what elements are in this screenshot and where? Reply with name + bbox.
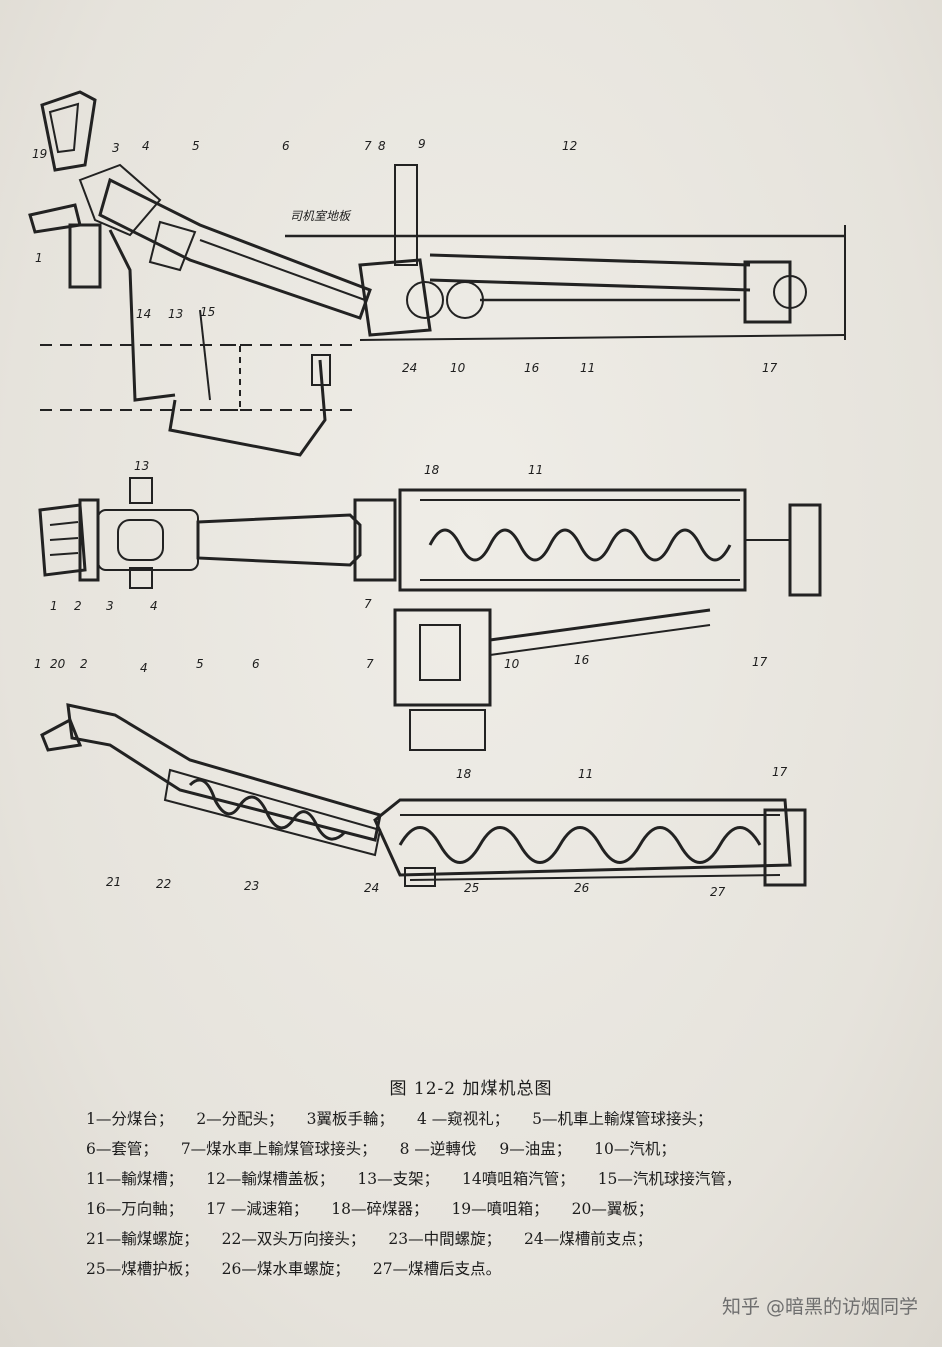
part-label: 1: [35, 251, 43, 265]
part-labels-plan: 13 1 2 3 4 18 11 7 16 10 17: [50, 459, 768, 671]
legend-item: 19—噴咀箱；: [451, 1200, 549, 1218]
legend-item: 16—万向軸；: [86, 1200, 184, 1218]
legend-item: 22—双头万向接头；: [221, 1230, 366, 1248]
part-label: 27: [710, 885, 726, 899]
legend-item: 1—分煤台；: [86, 1110, 174, 1128]
part-label: 25: [464, 881, 479, 895]
part-label: 17: [752, 655, 768, 669]
legend-item: 2—分配头；: [196, 1110, 284, 1128]
top-view-note: 司机室地板: [290, 209, 352, 223]
part-label: 1: [34, 657, 42, 671]
legend-item: 4 —窥视礼；: [416, 1110, 510, 1128]
part-label: 7: [364, 597, 372, 611]
part-label: 12: [562, 139, 577, 153]
part-label: 19: [32, 147, 47, 161]
legend-item: 7—煤水車上輸煤管球接头；: [180, 1140, 377, 1158]
zhihu-watermark: 知乎 @暗黑的访烟同学: [721, 1296, 918, 1318]
section-view: [40, 703, 807, 887]
legend-item: 26—煤水車螺旋；: [221, 1260, 350, 1278]
part-label: 6: [282, 139, 290, 153]
legend-item: 9—油盅；: [499, 1140, 572, 1158]
legend-row: 6—套管； 7—煤水車上輸煤管球接头； 8 —逆轉伐 9—油盅； 10—汽机；: [86, 1134, 906, 1164]
part-label: 2: [74, 599, 82, 613]
part-label: 10: [450, 361, 466, 375]
legend-item: 5—机車上輸煤管球接头；: [532, 1110, 713, 1128]
part-label: 7: [364, 139, 372, 153]
legend-row: 21—輸煤螺旋； 22—双头万向接头； 23—中間螺旋； 24—煤槽前支点；: [86, 1224, 906, 1254]
legend-item: 10—汽机；: [594, 1140, 676, 1158]
part-label: 11: [528, 463, 543, 477]
legend-item: 15—汽机球接汽管，: [597, 1170, 742, 1188]
part-label: 23: [244, 879, 259, 893]
part-label: 13: [134, 459, 149, 473]
part-label: 5: [192, 139, 200, 153]
part-label: 10: [504, 657, 520, 671]
part-label: 4: [150, 599, 158, 613]
part-label: 17: [762, 361, 778, 375]
part-label: 24: [402, 361, 417, 375]
legend-row: 1—分煤台； 2—分配头； 3翼板手輪； 4 —窥视礼； 5—机車上輸煤管球接头…: [86, 1104, 906, 1134]
part-label: 18: [456, 767, 472, 781]
part-label: 2: [80, 657, 88, 671]
legend-item: 14噴咀箱汽管；: [462, 1170, 575, 1188]
part-label: 5: [196, 657, 204, 671]
legend-item: 3翼板手輪；: [306, 1110, 394, 1128]
part-label: 7: [366, 657, 374, 671]
figure-caption: 图 12-2 加煤机总图: [389, 1079, 553, 1099]
legend-row: 11—輸煤槽； 12—輸煤槽盖板； 13—支架； 14噴咀箱汽管； 15—汽机球…: [86, 1164, 906, 1194]
part-label: 16: [524, 361, 540, 375]
part-label: 18: [424, 463, 440, 477]
legend-item: 6—套管；: [86, 1140, 158, 1158]
part-label: 14: [136, 307, 151, 321]
part-label: 4: [140, 661, 148, 675]
part-label: 11: [580, 361, 595, 375]
part-label: 1: [50, 599, 58, 613]
legend-item: 13—支架；: [357, 1170, 440, 1188]
legend-item: 17 —減速箱；: [206, 1200, 309, 1218]
legend-item: 8 —逆轉伐: [399, 1140, 477, 1158]
legend-item: 27—煤槽后支点。: [372, 1260, 502, 1278]
part-label: 9: [418, 137, 426, 151]
legend-item: 11—輸煤槽；: [86, 1170, 184, 1188]
part-label: 3: [106, 599, 114, 613]
legend-item: 21—輸煤螺旋；: [86, 1230, 199, 1248]
legend-row: 16—万向軸； 17 —減速箱； 18—碎煤器； 19—噴咀箱； 20—翼板；: [86, 1194, 906, 1224]
part-labels-side: 19 1 3 4 5 6 7 8 9 12 司机室地板 14 13 15 24 …: [32, 137, 778, 375]
part-label: 4: [142, 139, 150, 153]
plan-view: [38, 477, 822, 751]
part-label: 26: [574, 881, 590, 895]
legend-row: 25—煤槽护板； 26—煤水車螺旋； 27—煤槽后支点。: [86, 1254, 906, 1284]
part-label: 21: [106, 875, 121, 889]
part-label: 24: [364, 881, 379, 895]
parts-legend: 1—分煤台； 2—分配头； 3翼板手輪； 4 —窥视礼； 5—机車上輸煤管球接头…: [86, 1104, 906, 1284]
side-elevation-view: [28, 90, 846, 457]
part-label: 8: [378, 139, 386, 153]
part-label: 11: [578, 767, 593, 781]
part-label: 20: [50, 657, 66, 671]
legend-item: 20—翼板；: [571, 1200, 654, 1218]
part-label: 22: [156, 877, 171, 891]
part-label: 16: [574, 653, 590, 667]
part-label: 6: [252, 657, 260, 671]
part-labels-section: 1 20 2 4 5 6 7 18 11 17 21 22 23 24 25 2…: [34, 657, 788, 899]
coal-stoker-drawing: 19 1 3 4 5 6 7 8 9 12 司机室地板 14 13 15 24 …: [28, 90, 846, 899]
part-label: 3: [112, 141, 120, 155]
legend-item: 25—煤槽护板；: [86, 1260, 199, 1278]
part-label: 13: [168, 307, 183, 321]
legend-item: 18—碎煤器；: [331, 1200, 429, 1218]
legend-item: 12—輸煤槽盖板；: [206, 1170, 335, 1188]
part-label: 17: [772, 765, 788, 779]
legend-item: 23—中間螺旋；: [388, 1230, 502, 1248]
legend-item: 24—煤槽前支点；: [524, 1230, 653, 1248]
part-label: 15: [200, 305, 215, 319]
